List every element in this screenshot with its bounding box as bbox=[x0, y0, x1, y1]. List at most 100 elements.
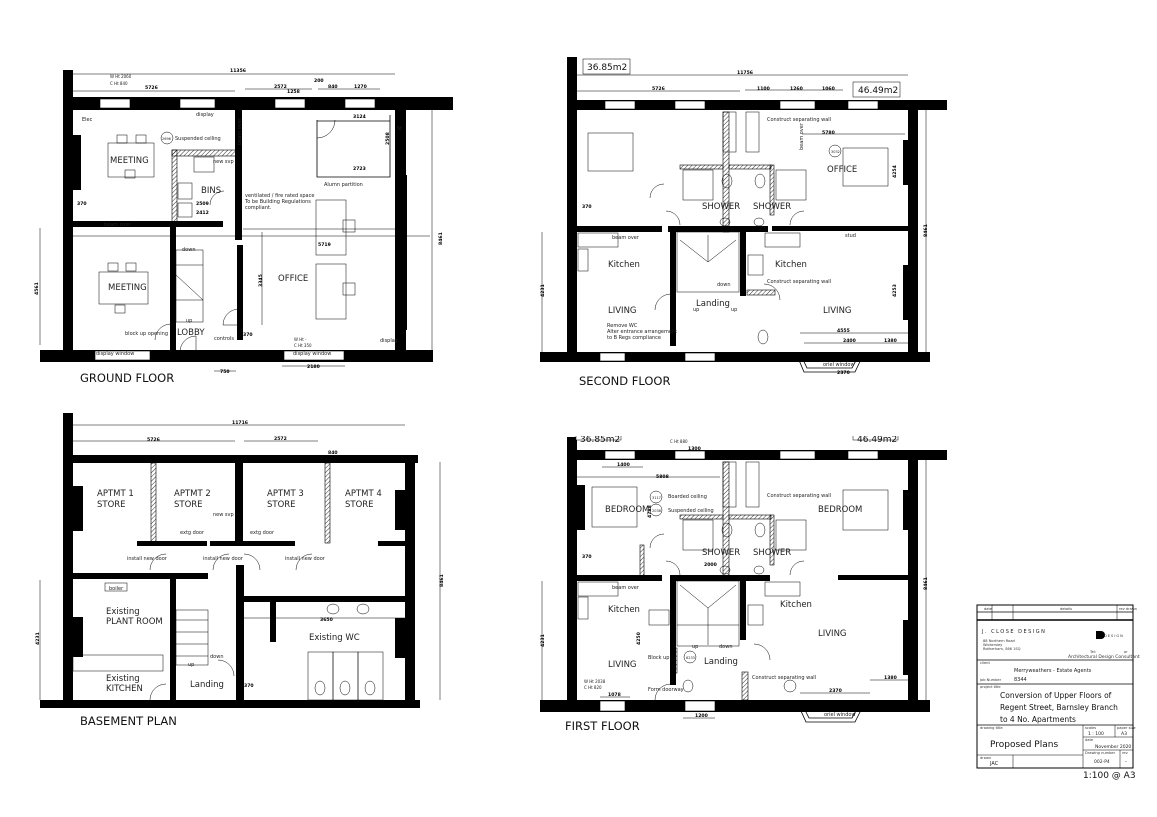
tel-suffix: or bbox=[1124, 650, 1128, 654]
note: W Ht 2060 bbox=[110, 74, 132, 79]
note: up bbox=[692, 644, 698, 650]
note: boiler bbox=[109, 586, 124, 592]
room-label-shower: SHOWER bbox=[702, 548, 740, 558]
room-label: STORE bbox=[267, 500, 296, 510]
note: beam over bbox=[799, 122, 805, 150]
dim: 5726 bbox=[145, 85, 158, 91]
dim: 370 bbox=[77, 201, 87, 207]
note: display window bbox=[96, 351, 134, 357]
room-label: STORE bbox=[97, 500, 126, 510]
area-label: 46.49m2 bbox=[858, 86, 898, 96]
basement-plan: 11716 5726 2572 840 8461 4231 3650 370 A… bbox=[35, 413, 445, 728]
drawing-number: 002-P4 bbox=[1094, 759, 1110, 765]
room-label-office: OFFICE bbox=[278, 274, 308, 284]
rev-label: rev bbox=[1122, 751, 1129, 755]
plan-title: SECOND FLOOR bbox=[579, 374, 670, 388]
first-floor-plan: 36.85m2 46.49m2 1400 5808 1300 2000 4788… bbox=[540, 420, 960, 733]
dim: 3650 bbox=[320, 617, 333, 623]
dim: 1258 bbox=[287, 89, 300, 95]
dim: 2572 bbox=[274, 436, 287, 442]
tel-label: Tel: bbox=[1089, 650, 1096, 654]
room-label-living: LIVING bbox=[823, 306, 852, 316]
note: Elec bbox=[82, 117, 93, 123]
dim: 2000 bbox=[704, 562, 717, 568]
dim: 4253 bbox=[892, 284, 898, 297]
note: Block up bbox=[648, 655, 669, 661]
plan-title: GROUND FLOOR bbox=[80, 371, 174, 385]
client-name: Merryweathers - Estate Agents bbox=[1014, 668, 1092, 674]
room-label: APTMT 3 bbox=[267, 489, 304, 499]
room-label-lobby: LOBBY bbox=[177, 328, 205, 338]
drawn-label: drawn bbox=[980, 756, 991, 760]
dim: 4788 bbox=[647, 505, 653, 518]
ceiling-ref: 6233 bbox=[686, 656, 695, 660]
project-title-line: Conversion of Upper Floors of bbox=[1000, 691, 1112, 700]
dim: 5726 bbox=[147, 437, 160, 443]
rev: - bbox=[1125, 759, 1127, 765]
note: extg door bbox=[250, 530, 275, 536]
dim: 1300 bbox=[688, 446, 701, 452]
note: C Ht 820 bbox=[584, 685, 602, 690]
dim: 1078 bbox=[608, 692, 621, 698]
dim: 1100 bbox=[757, 86, 770, 92]
room-label: KITCHEN bbox=[106, 684, 143, 694]
note: Remove WC bbox=[607, 323, 638, 329]
project-title-line: to 4 No. Apartments bbox=[1000, 715, 1076, 724]
area-label: 36.85m2 bbox=[580, 435, 620, 445]
room-label-office: OFFICE bbox=[827, 165, 857, 175]
room-label-bedroom: BEDROOM bbox=[818, 505, 862, 515]
date: November 2020 bbox=[1095, 744, 1131, 750]
note: new svp bbox=[213, 159, 234, 165]
dim: 2370 bbox=[829, 688, 842, 694]
note: install new door bbox=[285, 556, 326, 562]
room-label-bins: BINS bbox=[201, 186, 221, 196]
note: To be Building Regulations bbox=[244, 199, 311, 205]
dim: 5780 bbox=[822, 130, 835, 136]
note: Boarded ceiling bbox=[668, 494, 707, 500]
note: W Ht - bbox=[294, 337, 307, 342]
note: Suspended celling bbox=[175, 136, 221, 142]
dim: 2180 bbox=[307, 364, 320, 370]
dim: 11356 bbox=[230, 68, 246, 74]
room-label-kitchen: Kitchen bbox=[608, 605, 640, 615]
dim: 1200 bbox=[695, 713, 708, 719]
dim: 1270 bbox=[354, 84, 367, 90]
note: up bbox=[731, 307, 737, 313]
note: oriel window bbox=[823, 362, 855, 368]
address-line: 88 Northern Road bbox=[983, 639, 1015, 643]
note: Form doorway bbox=[648, 687, 684, 693]
logo-text: DESIGN bbox=[1104, 634, 1124, 638]
note: to B Regs compliance bbox=[607, 335, 661, 341]
note: ventilated / fire rated space bbox=[245, 193, 314, 199]
note: display window bbox=[293, 351, 331, 357]
room-label: STORE bbox=[345, 500, 374, 510]
room-label-shower: SHOWER bbox=[753, 202, 791, 212]
note: stud bbox=[845, 233, 856, 239]
dim: 2412 bbox=[196, 210, 209, 216]
drawn-by: JAC bbox=[989, 761, 999, 767]
job-number-label: Job Number bbox=[979, 678, 1002, 682]
company-name: J. CLOSE DESIGN bbox=[981, 629, 1046, 635]
room-label-landing: Landing bbox=[696, 299, 730, 309]
dim: 1060 bbox=[822, 86, 835, 92]
dim: 8461 bbox=[438, 232, 444, 245]
note: extg door bbox=[180, 530, 205, 536]
ceiling-ref: 3117 bbox=[652, 496, 661, 500]
drawing-title: Proposed Plans bbox=[990, 740, 1058, 750]
note: beam over bbox=[237, 117, 243, 145]
note: down bbox=[717, 282, 731, 288]
room-label-meeting: MEETING bbox=[110, 156, 149, 166]
scale-note: 1:100 @ A3 bbox=[1083, 771, 1136, 781]
dim: 2509 bbox=[196, 201, 209, 207]
room-label: PLANT ROOM bbox=[106, 617, 163, 627]
note: Alter entrance arrangement bbox=[607, 329, 677, 335]
dim: 4555 bbox=[837, 328, 850, 334]
dim: 4231 bbox=[35, 632, 41, 645]
tb-header-date-label: date bbox=[984, 607, 993, 611]
room-label-living: LIVING bbox=[818, 629, 847, 639]
dim: 8461 bbox=[439, 574, 445, 587]
tb-header-rev-label: rev drawn bbox=[1119, 607, 1137, 611]
dim: 750 bbox=[220, 369, 230, 375]
room-label-kitchen: Kitchen bbox=[780, 600, 812, 610]
